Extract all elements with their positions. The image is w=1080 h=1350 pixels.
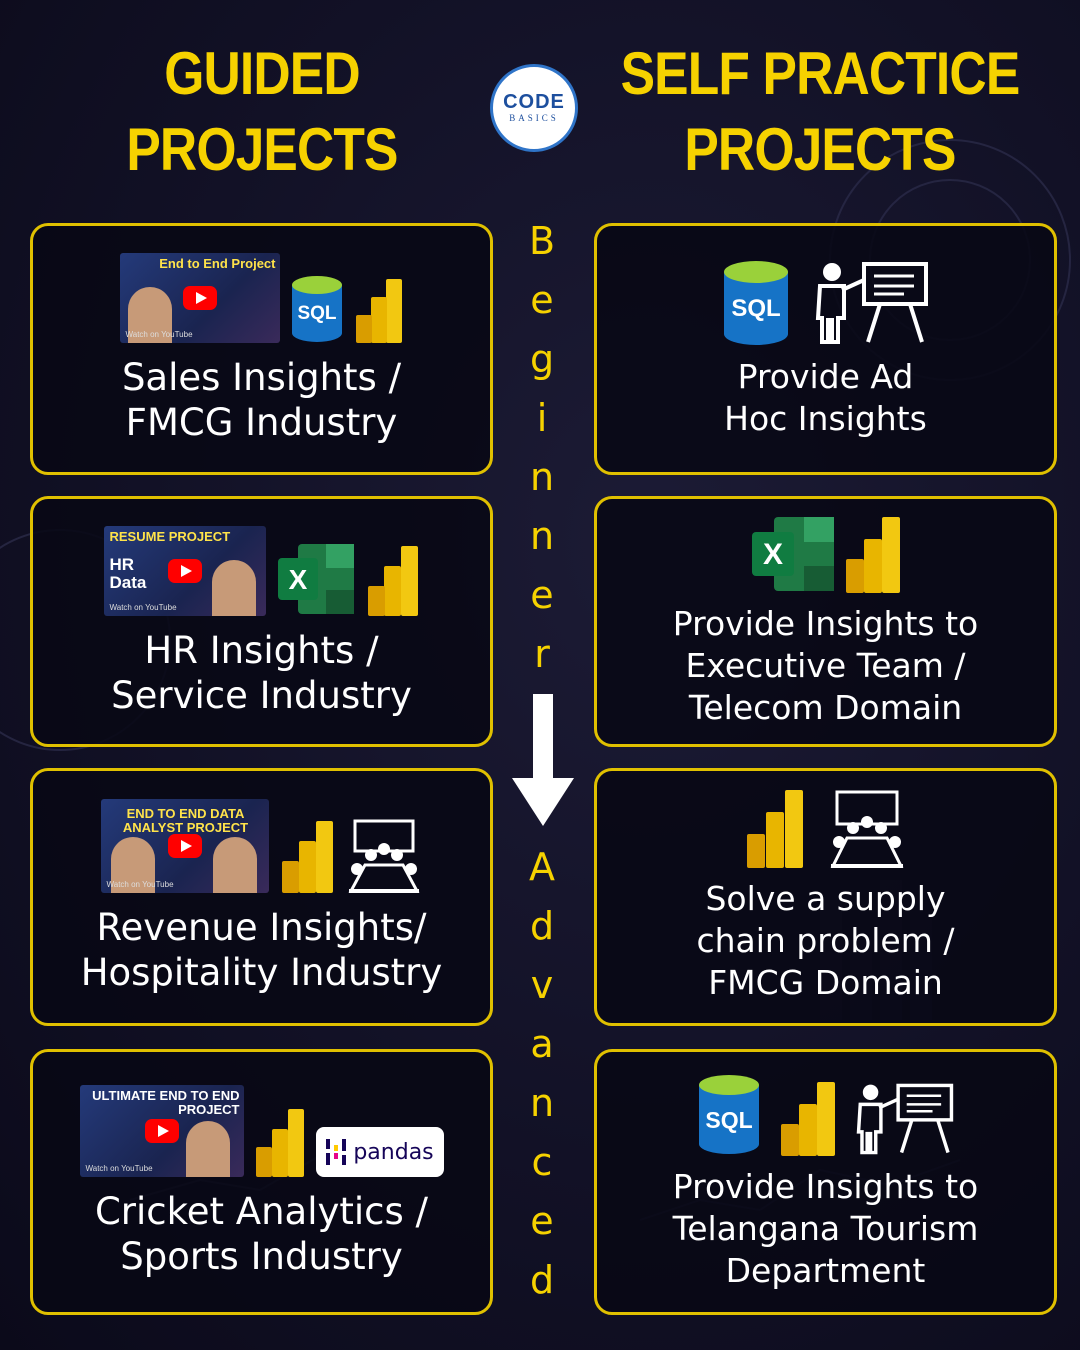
powerbi-icon (367, 545, 418, 616)
logo-text-code: CODE (503, 91, 565, 113)
beginner-letter: r (534, 632, 550, 676)
card-icons: ULTIMATE END TO END PROJECT Watch on You… (79, 1085, 444, 1177)
advanced-letter: v (530, 963, 554, 1007)
sql-icon: SQL (291, 276, 342, 342)
guided-project-card-sales[interactable]: End to End Project Watch on YouTube SQL … (30, 223, 493, 475)
heading-line: GUIDED (164, 40, 360, 107)
beginner-letter: e (530, 573, 554, 617)
project-title: Solve a supply chain problem / FMCG Doma… (696, 879, 955, 1002)
powerbi-icon (845, 516, 900, 593)
powerbi-icon (746, 790, 803, 868)
excel-label: X (762, 538, 782, 571)
presenter-face (110, 837, 155, 893)
card-icons: SQL (697, 1072, 955, 1156)
thumbnail-title: RESUME PROJECT (109, 528, 231, 544)
card-icons: RESUME PROJECT HR Data Watch on YouTube … (103, 525, 420, 616)
advanced-letter: A (529, 845, 555, 889)
sql-label: SQL (297, 303, 336, 324)
pandas-label: pandas (353, 1139, 434, 1165)
beginner-label: B e g i n n e r (510, 212, 574, 684)
beginner-letter: g (529, 337, 555, 381)
excel-icon: X (277, 543, 354, 614)
guided-projects-heading: GUIDED PROJECTS (56, 36, 469, 188)
excel-label: X (288, 564, 307, 595)
sql-label: SQL (731, 295, 780, 322)
beginner-letter: n (529, 455, 555, 499)
project-title: HR Insights / Service Industry (111, 628, 412, 717)
self-practice-card-telecom[interactable]: X Provide Insights to Executive Team / T… (594, 496, 1057, 747)
project-title: Provide Ad Hoc Insights (724, 357, 927, 438)
presenter-icon (815, 262, 928, 344)
advanced-letter: e (530, 1199, 554, 1243)
powerbi-icon (355, 279, 402, 343)
project-title: Provide Insights to Executive Team / Tel… (672, 603, 979, 727)
card-icons: END TO END DATA ANALYST PROJECT Watch on… (100, 799, 423, 893)
powerbi-icon (255, 1109, 304, 1177)
youtube-play-icon[interactable] (167, 558, 202, 583)
advanced-letter: n (529, 1081, 555, 1125)
beginner-letter: i (536, 396, 548, 440)
thumbnail-watch-label: Watch on YouTube (125, 330, 193, 339)
advanced-letter: d (529, 904, 555, 948)
advanced-letter: c (531, 1140, 553, 1184)
pandas-bars-icon (326, 1139, 347, 1165)
project-title: Cricket Analytics / Sports Industry (94, 1190, 429, 1278)
project-title: Provide Insights to Telangana Tourism De… (672, 1167, 979, 1290)
youtube-play-icon[interactable] (144, 1119, 179, 1143)
sql-label: SQL (705, 1107, 752, 1133)
youtube-thumbnail[interactable]: End to End Project Watch on YouTube (119, 253, 280, 343)
thumbnail-title: ULTIMATE END TO END PROJECT (92, 1088, 240, 1117)
youtube-play-icon[interactable] (167, 834, 202, 858)
guided-project-card-revenue[interactable]: END TO END DATA ANALYST PROJECT Watch on… (30, 768, 493, 1026)
meeting-icon (830, 790, 903, 868)
heading-line: PROJECTS (684, 116, 956, 183)
arrow-down-icon (512, 694, 574, 826)
logo-text-basics: BASICS (509, 113, 559, 123)
youtube-thumbnail[interactable]: ULTIMATE END TO END PROJECT Watch on You… (79, 1085, 244, 1177)
meeting-icon (347, 819, 420, 893)
pandas-logo: pandas (315, 1127, 444, 1177)
advanced-letter: a (530, 1022, 554, 1066)
card-icons: SQL (722, 258, 930, 346)
card-icons: X (750, 515, 902, 593)
advanced-label: A d v a n c e d (510, 838, 574, 1310)
thumbnail-watch-label: Watch on YouTube (109, 602, 177, 612)
card-icons: End to End Project Watch on YouTube SQL (119, 253, 404, 343)
powerbi-icon (780, 1082, 835, 1156)
guided-project-card-hr[interactable]: RESUME PROJECT HR Data Watch on YouTube … (30, 496, 493, 747)
beginner-letter: B (528, 219, 556, 263)
youtube-thumbnail[interactable]: RESUME PROJECT HR Data Watch on YouTube (103, 525, 266, 616)
powerbi-icon (281, 821, 333, 893)
thumbnail-watch-label: Watch on YouTube (85, 1164, 153, 1173)
heading-line: PROJECTS (126, 116, 398, 183)
codebasics-logo: CODE BASICS (490, 64, 578, 152)
presenter-face (211, 559, 256, 616)
presenter-face (127, 287, 172, 343)
presenter-face (185, 1121, 230, 1177)
thumbnail-title: End to End Project (159, 256, 276, 271)
beginner-letter: e (530, 278, 554, 322)
excel-icon: X (751, 516, 834, 591)
youtube-play-icon[interactable] (182, 286, 217, 310)
thumbnail-subtitle: HR Data (109, 554, 147, 592)
presenter-icon (856, 1083, 953, 1155)
presenter-face (212, 837, 257, 893)
self-practice-projects-heading: SELF PRACTICE PROJECTS (614, 36, 1027, 188)
thumbnail-watch-label: Watch on YouTube (106, 880, 174, 889)
thumbnail-title: END TO END DATA ANALYST PROJECT (122, 806, 249, 835)
project-title: Sales Insights / FMCG Industry (121, 356, 402, 444)
advanced-letter: d (529, 1258, 555, 1302)
project-title: Revenue Insights/ Hospitality Industry (80, 906, 443, 994)
self-practice-card-adhoc[interactable]: SQL Provide Ad Hoc Insights (594, 223, 1057, 475)
beginner-letter: n (529, 514, 555, 558)
sql-icon: SQL (723, 261, 788, 345)
guided-project-card-cricket[interactable]: ULTIMATE END TO END PROJECT Watch on You… (30, 1049, 493, 1315)
card-icons (745, 790, 907, 868)
sql-icon: SQL (698, 1075, 759, 1154)
self-practice-card-tourism[interactable]: SQL Provide Insights to Telangana Touris… (594, 1049, 1057, 1315)
self-practice-card-supply-chain[interactable]: Solve a supply chain problem / FMCG Doma… (594, 768, 1057, 1026)
heading-line: SELF PRACTICE (620, 40, 1021, 107)
youtube-thumbnail[interactable]: END TO END DATA ANALYST PROJECT Watch on… (100, 799, 269, 893)
